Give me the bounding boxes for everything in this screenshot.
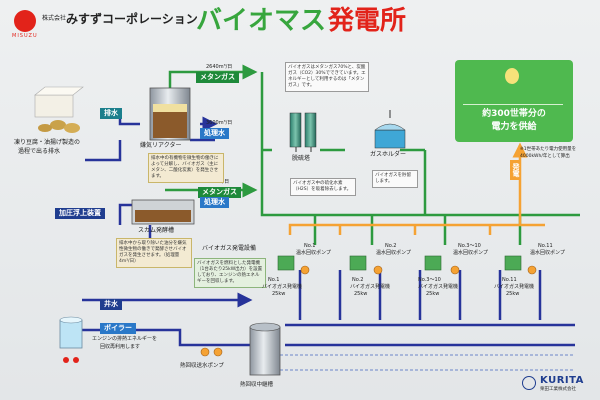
desulfurization-towers [289,112,317,152]
power-claim-line2: 電力を供給 [491,122,537,132]
tag-dissolved-air: 加圧浮上装置 [55,208,105,219]
well-water-tank [59,316,83,363]
source-label-line1: 凍り豆腐・油揚げ製造の [14,139,81,146]
pump-icons [200,265,537,357]
unit2-no: No.2 [385,243,397,249]
power-note-line2: 4000kWh/年として算出 [520,154,570,159]
heat-recovery-tank [249,322,281,376]
lightbulb-icon [505,68,519,84]
unit2-kw: 25kw [354,291,368,297]
reactor-tank [149,87,191,141]
scum-label: スカム発酵槽 [138,227,175,234]
tag-treated-water: 処理水 [200,128,229,139]
flow-methane-top: 2640m³/日 [206,64,233,70]
tag-methane-mid: メタンガス [198,187,241,198]
company-name: みすずコーポレーション [66,12,198,26]
tag-well-water: 井水 [100,299,122,310]
unit1-kw: 25kw [272,291,286,297]
heat-pump-label: 熱回収送水ポンプ [180,363,224,369]
unit1-name: バイオガス発電機 [262,284,303,290]
desulfurizer-label: 脱硫塔 [292,155,311,162]
unit1-no: No.1 [304,243,316,249]
unit4-no2: No.11 [502,277,517,283]
brand-small: 株式会社 [42,15,67,22]
methane-note: バイオガスはメタンガス70%と、炭酸ガス（CO2）30%でできています。エネルギ… [285,62,369,92]
unit4-no: No.11 [538,243,553,249]
generators [277,255,522,271]
tag-treated-water2: 処理水 [200,197,229,208]
unit2-no2: No.2 [352,277,364,283]
unit4-name: バイオガス発電機 [494,284,535,290]
tag-methane-top: メタンガス [196,72,239,83]
unit2-name: バイオガス発電機 [350,284,391,290]
scum-note: 排水中から取り除いた油分を嫌気性微生物の働きで発酵させバイオガスを発生させます。… [116,238,192,268]
heat-tank-label: 熱回収中継槽 [240,382,274,388]
engine-note: バイオガスを燃料とした発電機（1台あたり25kW出力）を設置しており、エンジンの… [194,258,266,288]
unit4-pump: 温水回収ポンプ [530,250,565,256]
gas-holder [374,110,406,149]
unit2-pump: 温水回収ポンプ [376,250,411,256]
unit3-no2: No.3〜10 [418,277,441,283]
h2s-note: バイオガス中の硫化水素（H2S）を吸着除去します。 [290,178,356,196]
power-supply-panel: 約300世帯分の 電力を供給 [455,60,573,142]
tofu-image [34,86,84,133]
source-label-line2: 過程で出る排水 [18,148,61,155]
house-icon [463,84,563,105]
tag-wastewater: 排水 [100,108,122,119]
tag-boiler: ボイラー [100,323,136,334]
flow-treated-water: 3600m³/日 [206,120,233,126]
unit3-no: No.3〜10 [458,243,481,249]
power-equipment-label: バイオガス発電設備 [202,245,257,252]
kurita-brand-sub: 栗田工業株式会社 [540,387,576,392]
unit3-kw: 25kw [426,291,440,297]
scum-tank [131,199,195,225]
gas-holder-label: ガスホルダー [370,151,407,158]
unit3-pump: 温水回収ポンプ [453,250,488,256]
power-claim-line1: 約300世帯分の [482,109,546,119]
page-title-biomass: バイオマス [196,6,327,36]
brand-sub: MISUZU [12,33,38,39]
unit3-name: バイオガス発電機 [418,284,459,290]
reactor-note: 排水中の有機物を微生物の働きによって分解し、バイオガス（主にメタン、二酸化炭素）… [148,153,224,183]
power-lines [288,142,545,235]
hot-water-lines [275,354,575,371]
power-note-line1: ※1世帯あたり電力使用量を [520,147,577,152]
kurita-logo-icon [522,376,536,390]
holder-note: バイオガスを貯留します。 [372,170,418,188]
misuzu-logo-icon [14,10,36,32]
unit1-no2: No.1 [268,277,280,283]
page-title-power-plant: 発電所 [328,6,407,36]
unit1-pump: 温水回収ポンプ [296,250,331,256]
engine-text-line1: エンジンの排熱エネルギーを [92,336,158,342]
unit4-kw: 25kw [506,291,520,297]
reactor-label: 嫌気リアクター [140,142,182,149]
generation-tag: 発電 [510,160,521,180]
engine-text-line2: 回収再利用します [100,344,141,350]
kurita-brand: KURITA [540,375,584,386]
